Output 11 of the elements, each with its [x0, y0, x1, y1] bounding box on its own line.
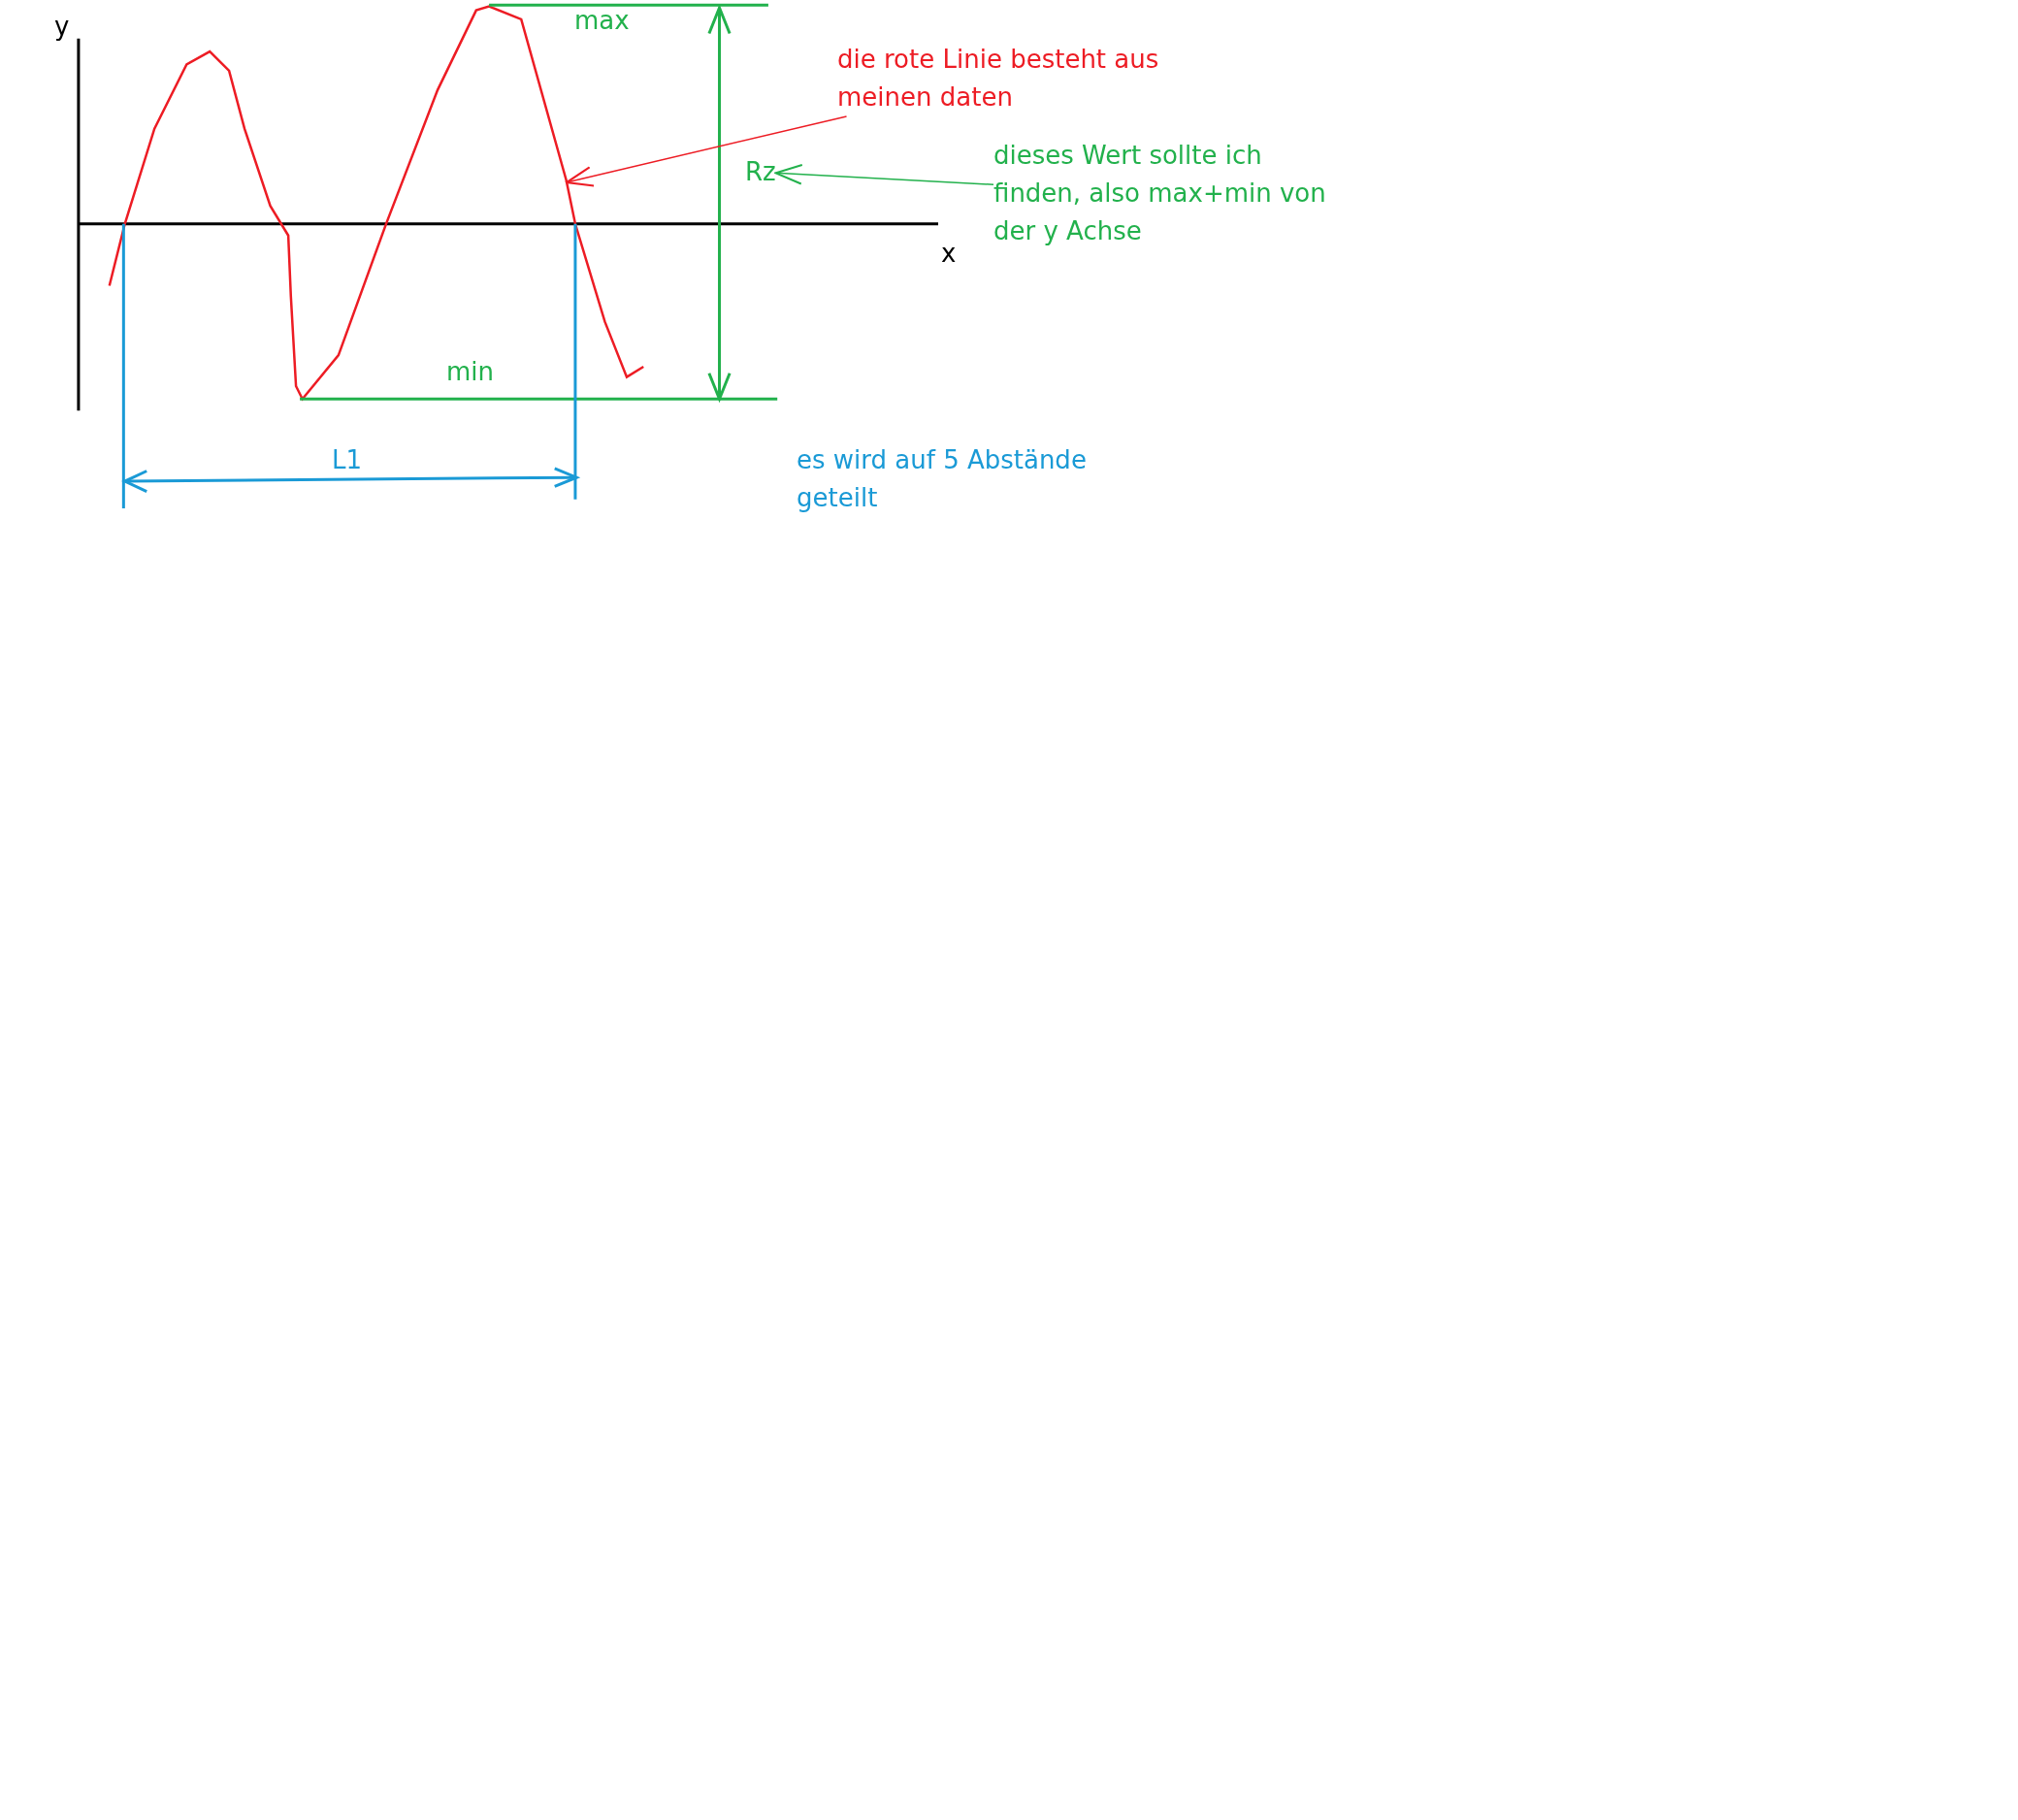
max-label: max [574, 5, 630, 37]
leader-arrow [774, 163, 994, 185]
min-label: min [446, 356, 495, 388]
axis-label: y [54, 11, 70, 43]
annotation-text: die rote Linie besteht aus meinen daten [837, 41, 1177, 116]
axis-label: x [941, 238, 957, 270]
dimension-label: L1 [332, 444, 363, 476]
annotation-text: Rz [745, 153, 776, 191]
annotation-text: dieses Wert sollte ich finden, also max+min von der y Achse [993, 137, 1333, 250]
note-text: es wird auf 5 Abstände geteilt [797, 444, 1088, 514]
leader-arrow [565, 115, 848, 187]
